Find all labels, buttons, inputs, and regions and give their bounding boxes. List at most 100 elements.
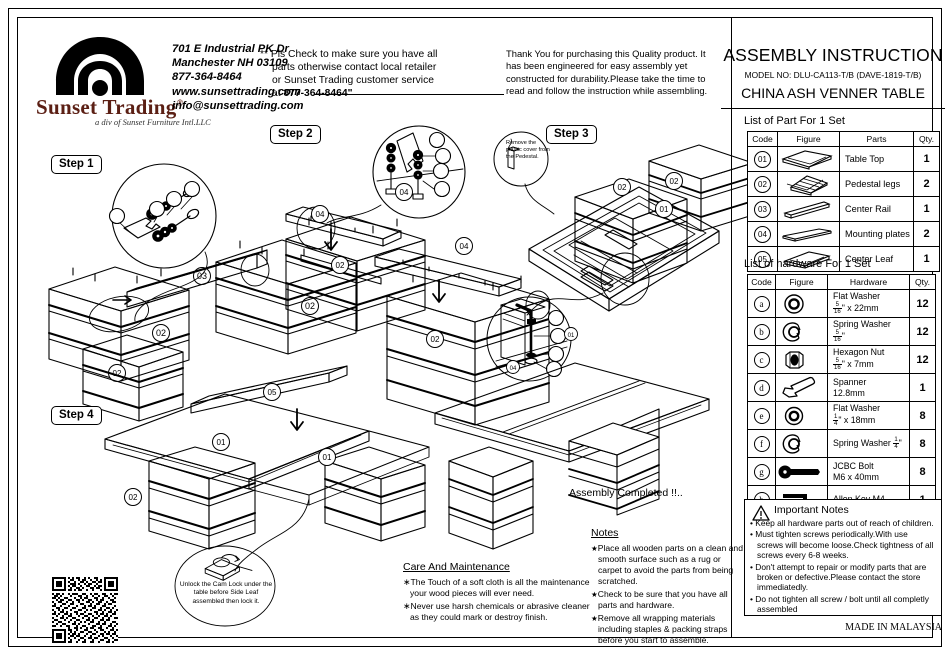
- hw-figure-cell: [775, 457, 828, 486]
- part-code-cell: 01: [747, 146, 778, 172]
- hw-qty: 12: [909, 317, 936, 346]
- part-code: 05: [754, 250, 771, 268]
- part-code: 01: [754, 150, 771, 168]
- cam-lock-label: Unlock the Cam Lock under the table befo…: [179, 581, 273, 605]
- thank-you-notice: Thank You for purchasing this Quality pr…: [506, 48, 708, 97]
- table-row: 01 Table Top 1: [747, 146, 940, 172]
- frac-den: 4: [834, 421, 838, 428]
- brand-name-text: Sunset Trading: [36, 95, 177, 119]
- care-item: Never use harsh chemicals or abrasive cl…: [403, 601, 593, 623]
- part-code-cell: 03: [747, 196, 778, 222]
- table-row: d Spanner 12.8mm 1: [747, 373, 936, 402]
- mounting-plate-icon: [782, 228, 832, 242]
- table-top-icon: [781, 150, 833, 170]
- check-parts-line-1: ** Pls Check to make sure you have all: [260, 49, 438, 60]
- check-parts-notice: ** Pls Check to make sure you have all p…: [260, 48, 504, 100]
- important-notes-box: Important Notes Keep all hardware parts …: [744, 499, 942, 616]
- hw-name: Spring Washer: [833, 437, 891, 448]
- care-item: The Touch of a soft cloth is all the mai…: [403, 577, 593, 599]
- part-qty: 1: [913, 196, 940, 222]
- header-code: Code: [747, 131, 778, 147]
- hw-figure-cell: [775, 373, 828, 402]
- hw-code: d: [753, 379, 770, 396]
- hw-code-cell: g: [747, 457, 776, 486]
- header-qty: Qty.: [913, 131, 940, 147]
- important-notes-list: Keep all hardware parts out of reach of …: [750, 518, 936, 615]
- header-hardware: Hardware: [827, 274, 910, 290]
- notes-item: Place all wooden parts on a clean and sm…: [591, 543, 743, 587]
- part-figure-cell: [777, 221, 840, 247]
- hw-figure-cell: [775, 429, 828, 458]
- hw-qty: 8: [909, 401, 936, 430]
- table-row: 03 Center Rail 1: [747, 196, 940, 222]
- care-list: The Touch of a soft cloth is all the mai…: [403, 577, 593, 623]
- document-title: ASSEMBLY INSTRUCTION: [723, 45, 943, 65]
- hw-name: JCBC Bolt: [833, 461, 874, 471]
- assembly-completed-label: Assembly Completed !!..: [569, 487, 683, 499]
- registered-mark: ®: [176, 98, 184, 108]
- hw-qty: 8: [909, 429, 936, 458]
- frac-den: 16: [834, 337, 841, 344]
- notes-item: Remove all wrapping materials including …: [591, 613, 743, 646]
- pedestal-legs-icon: [786, 175, 829, 196]
- hardware-list-caption: List of hardware For 1 Set: [744, 258, 871, 270]
- check-parts-line-2: parts otherwise contact local retailer: [272, 62, 437, 73]
- step-4-badge: Step 4: [51, 406, 102, 425]
- notes-title: Notes: [591, 527, 619, 539]
- part-figure-cell: [777, 146, 840, 172]
- header-figure: Figure: [775, 274, 828, 290]
- hw-spec-tail: ": [898, 437, 902, 448]
- hw-figure-cell: [775, 317, 828, 346]
- hw-code: a: [753, 295, 770, 312]
- part-name: Table Top: [839, 146, 914, 172]
- hw-name: Flat Washer: [833, 291, 881, 302]
- jcbc-bolt-icon: [778, 465, 820, 478]
- frac-num: 5: [833, 302, 842, 310]
- check-parts-line-3: or Sunset Trading customer service: [272, 75, 434, 86]
- header-divider-rule: [314, 94, 504, 95]
- hw-figure-cell: [775, 345, 828, 374]
- hw-code: b: [753, 323, 770, 340]
- frac-num: 5: [833, 330, 842, 338]
- sunset-trading-logo-icon: [56, 37, 144, 96]
- flat-washer-icon: [784, 406, 804, 425]
- notes-block: Notes Place all wooden parts on a clean …: [591, 527, 743, 648]
- notes-list: Place all wooden parts on a clean and sm…: [591, 543, 743, 646]
- hw-qty: 12: [909, 345, 936, 374]
- hexagon-nut-icon: [785, 350, 804, 369]
- document-title-block: ASSEMBLY INSTRUCTION MODEL NO: DLU-CA113…: [721, 45, 945, 101]
- warning-triangle-icon: [752, 505, 770, 521]
- qr-code: [52, 577, 118, 643]
- part-name: Mounting plates: [839, 221, 914, 247]
- hw-code-cell: b: [747, 317, 776, 346]
- company-address: 701 E Industrial PK Dr Manchester NH 031…: [172, 43, 304, 112]
- part-figure-cell: [777, 246, 840, 272]
- important-notes-heading: Important Notes: [774, 504, 849, 516]
- brand-tagline: a div of Sunset Furniture Intl.LLC: [95, 117, 211, 127]
- hw-figure-cell: [775, 289, 828, 318]
- hw-spec-tail: " x 18mm: [838, 415, 876, 426]
- part-figure-cell: [777, 196, 840, 222]
- header-qty: Qty.: [909, 274, 936, 290]
- spring-washer-icon: [782, 321, 801, 342]
- hw-name: Hexagon Nut: [833, 347, 885, 358]
- frac-num: 1: [893, 436, 899, 444]
- part-qty: 2: [913, 171, 940, 197]
- important-note-item: Keep all hardware parts out of reach of …: [750, 518, 936, 528]
- hw-spec-tail: " x 22mm: [841, 303, 879, 314]
- care-and-maintenance-block: Care And Maintenance The Touch of a soft…: [403, 561, 593, 625]
- frac-den: 16: [834, 309, 841, 316]
- check-parts-line-4: at 877-364-8464": [260, 87, 504, 100]
- part-figure-cell: [777, 171, 840, 197]
- parts-list-table: Code Figure Parts Qty. 01 Table Top 1 02: [747, 131, 940, 272]
- hw-spec: 12.8mm: [833, 387, 865, 398]
- center-leaf-icon: [783, 251, 831, 269]
- table-header-row: Code Figure Parts Qty.: [747, 131, 940, 147]
